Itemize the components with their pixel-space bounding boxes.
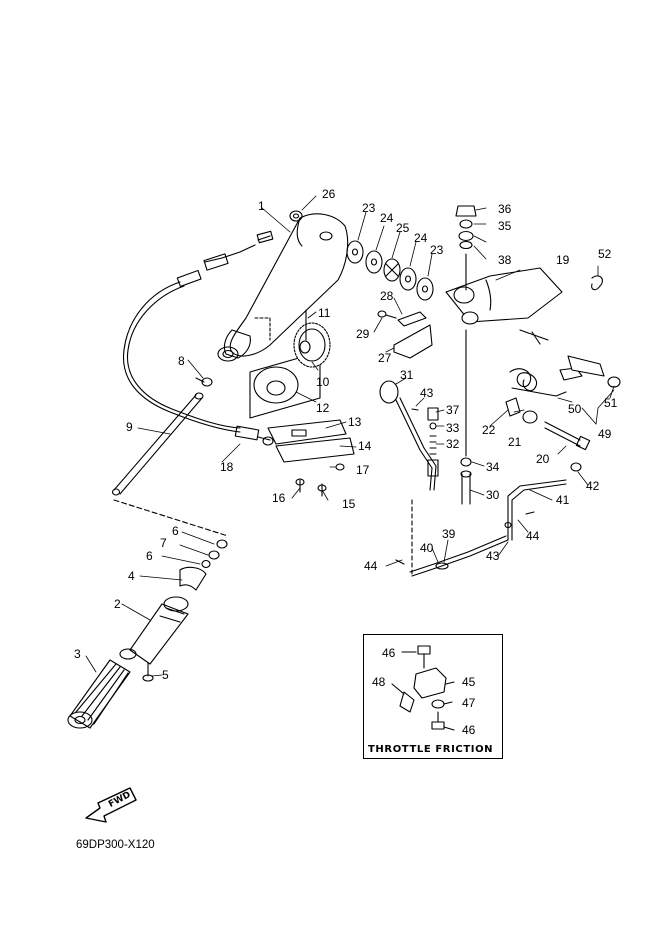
pins: [395, 408, 535, 565]
callout-29: 29: [356, 327, 370, 341]
diagram-code: 69DP300-X120: [76, 839, 155, 851]
shaft-rod: [111, 392, 229, 537]
linkage: [379, 380, 472, 505]
callout-28: 28: [380, 289, 394, 303]
callout-14: 14: [358, 439, 372, 453]
callout-5: 5: [162, 668, 169, 682]
callout-31: 31: [400, 368, 414, 382]
gear-disk: [293, 309, 331, 368]
fwd-arrow-icon: [85, 787, 137, 823]
grip-sleeve: [119, 596, 189, 665]
bracket-27: [377, 310, 433, 359]
callout-38: 38: [498, 253, 512, 267]
callout-48: 48: [372, 675, 386, 689]
control-box: [445, 253, 563, 457]
callout-27: 27: [378, 351, 392, 365]
nut-stack: [455, 205, 477, 250]
callout-20: 20: [536, 452, 550, 466]
callout-47: 47: [462, 696, 476, 710]
spring-switch: [509, 275, 621, 397]
callout-8: 8: [178, 354, 185, 368]
callout-15: 15: [342, 497, 356, 511]
callout-21: 21: [508, 435, 522, 449]
callout-22: 22: [482, 423, 496, 437]
callout-39: 39: [442, 527, 456, 541]
callout-35: 35: [498, 219, 512, 233]
callout-6b: 6: [146, 549, 153, 563]
rod-assembly: [409, 462, 582, 577]
callout-45: 45: [462, 675, 476, 689]
bolt-8: [195, 377, 213, 387]
callout-44a: 44: [364, 559, 378, 573]
callout-49: 49: [598, 427, 612, 441]
callout-1: 1: [258, 199, 265, 213]
callout-23a: 23: [362, 201, 376, 215]
callout-23b: 23: [430, 243, 444, 257]
callout-24b: 24: [414, 231, 428, 245]
callout-18: 18: [220, 460, 234, 474]
callout-50: 50: [568, 402, 582, 416]
callout-3: 3: [74, 647, 81, 661]
callout-19: 19: [556, 253, 570, 267]
callout-11: 11: [318, 306, 331, 320]
callout-40: 40: [420, 541, 434, 555]
leader-lines: [85, 195, 615, 677]
tiller-handle: [217, 213, 349, 362]
callout-26: 26: [322, 187, 336, 201]
callout-34a: 34: [486, 460, 500, 474]
callout-10: 10: [316, 375, 330, 389]
callout-52: 52: [598, 247, 612, 261]
washers-left: [201, 539, 228, 569]
callout-24a: 24: [380, 211, 394, 225]
small-screws: [142, 463, 345, 682]
inset-title: THROTTLE FRICTION: [368, 744, 494, 755]
callout-44b: 44: [526, 529, 540, 543]
throttle-cable: [122, 230, 274, 446]
throttle-friction-inset: [363, 634, 503, 759]
callout-13: 13: [348, 415, 362, 429]
callout-37: 37: [446, 403, 460, 417]
washer-stack: [346, 240, 434, 301]
callout-12: 12: [316, 401, 330, 415]
callout-25: 25: [396, 221, 410, 235]
nut-26: [289, 210, 303, 222]
callout-46b: 46: [462, 723, 476, 737]
callout-32: 32: [446, 437, 460, 451]
callout-33: 33: [446, 421, 460, 435]
collar: [179, 566, 207, 591]
callout-9: 9: [126, 420, 133, 434]
callout-41: 41: [556, 493, 570, 507]
inset-parts: [391, 645, 455, 731]
throttle-grip: [67, 659, 131, 729]
callout-51: 51: [604, 396, 618, 410]
callout-16: 16: [272, 491, 286, 505]
callout-43a: 43: [420, 386, 434, 400]
callout-2: 2: [114, 597, 121, 611]
callout-17: 17: [356, 463, 370, 477]
callout-30: 30: [486, 488, 500, 502]
callout-4: 4: [128, 569, 135, 583]
callout-42: 42: [586, 479, 600, 493]
callout-46a: 46: [382, 646, 396, 660]
friction-plate: [249, 351, 355, 463]
callout-6a: 6: [172, 524, 179, 538]
callout-7: 7: [160, 536, 167, 550]
callout-36: 36: [498, 202, 512, 216]
callout-43b: 43: [486, 549, 500, 563]
